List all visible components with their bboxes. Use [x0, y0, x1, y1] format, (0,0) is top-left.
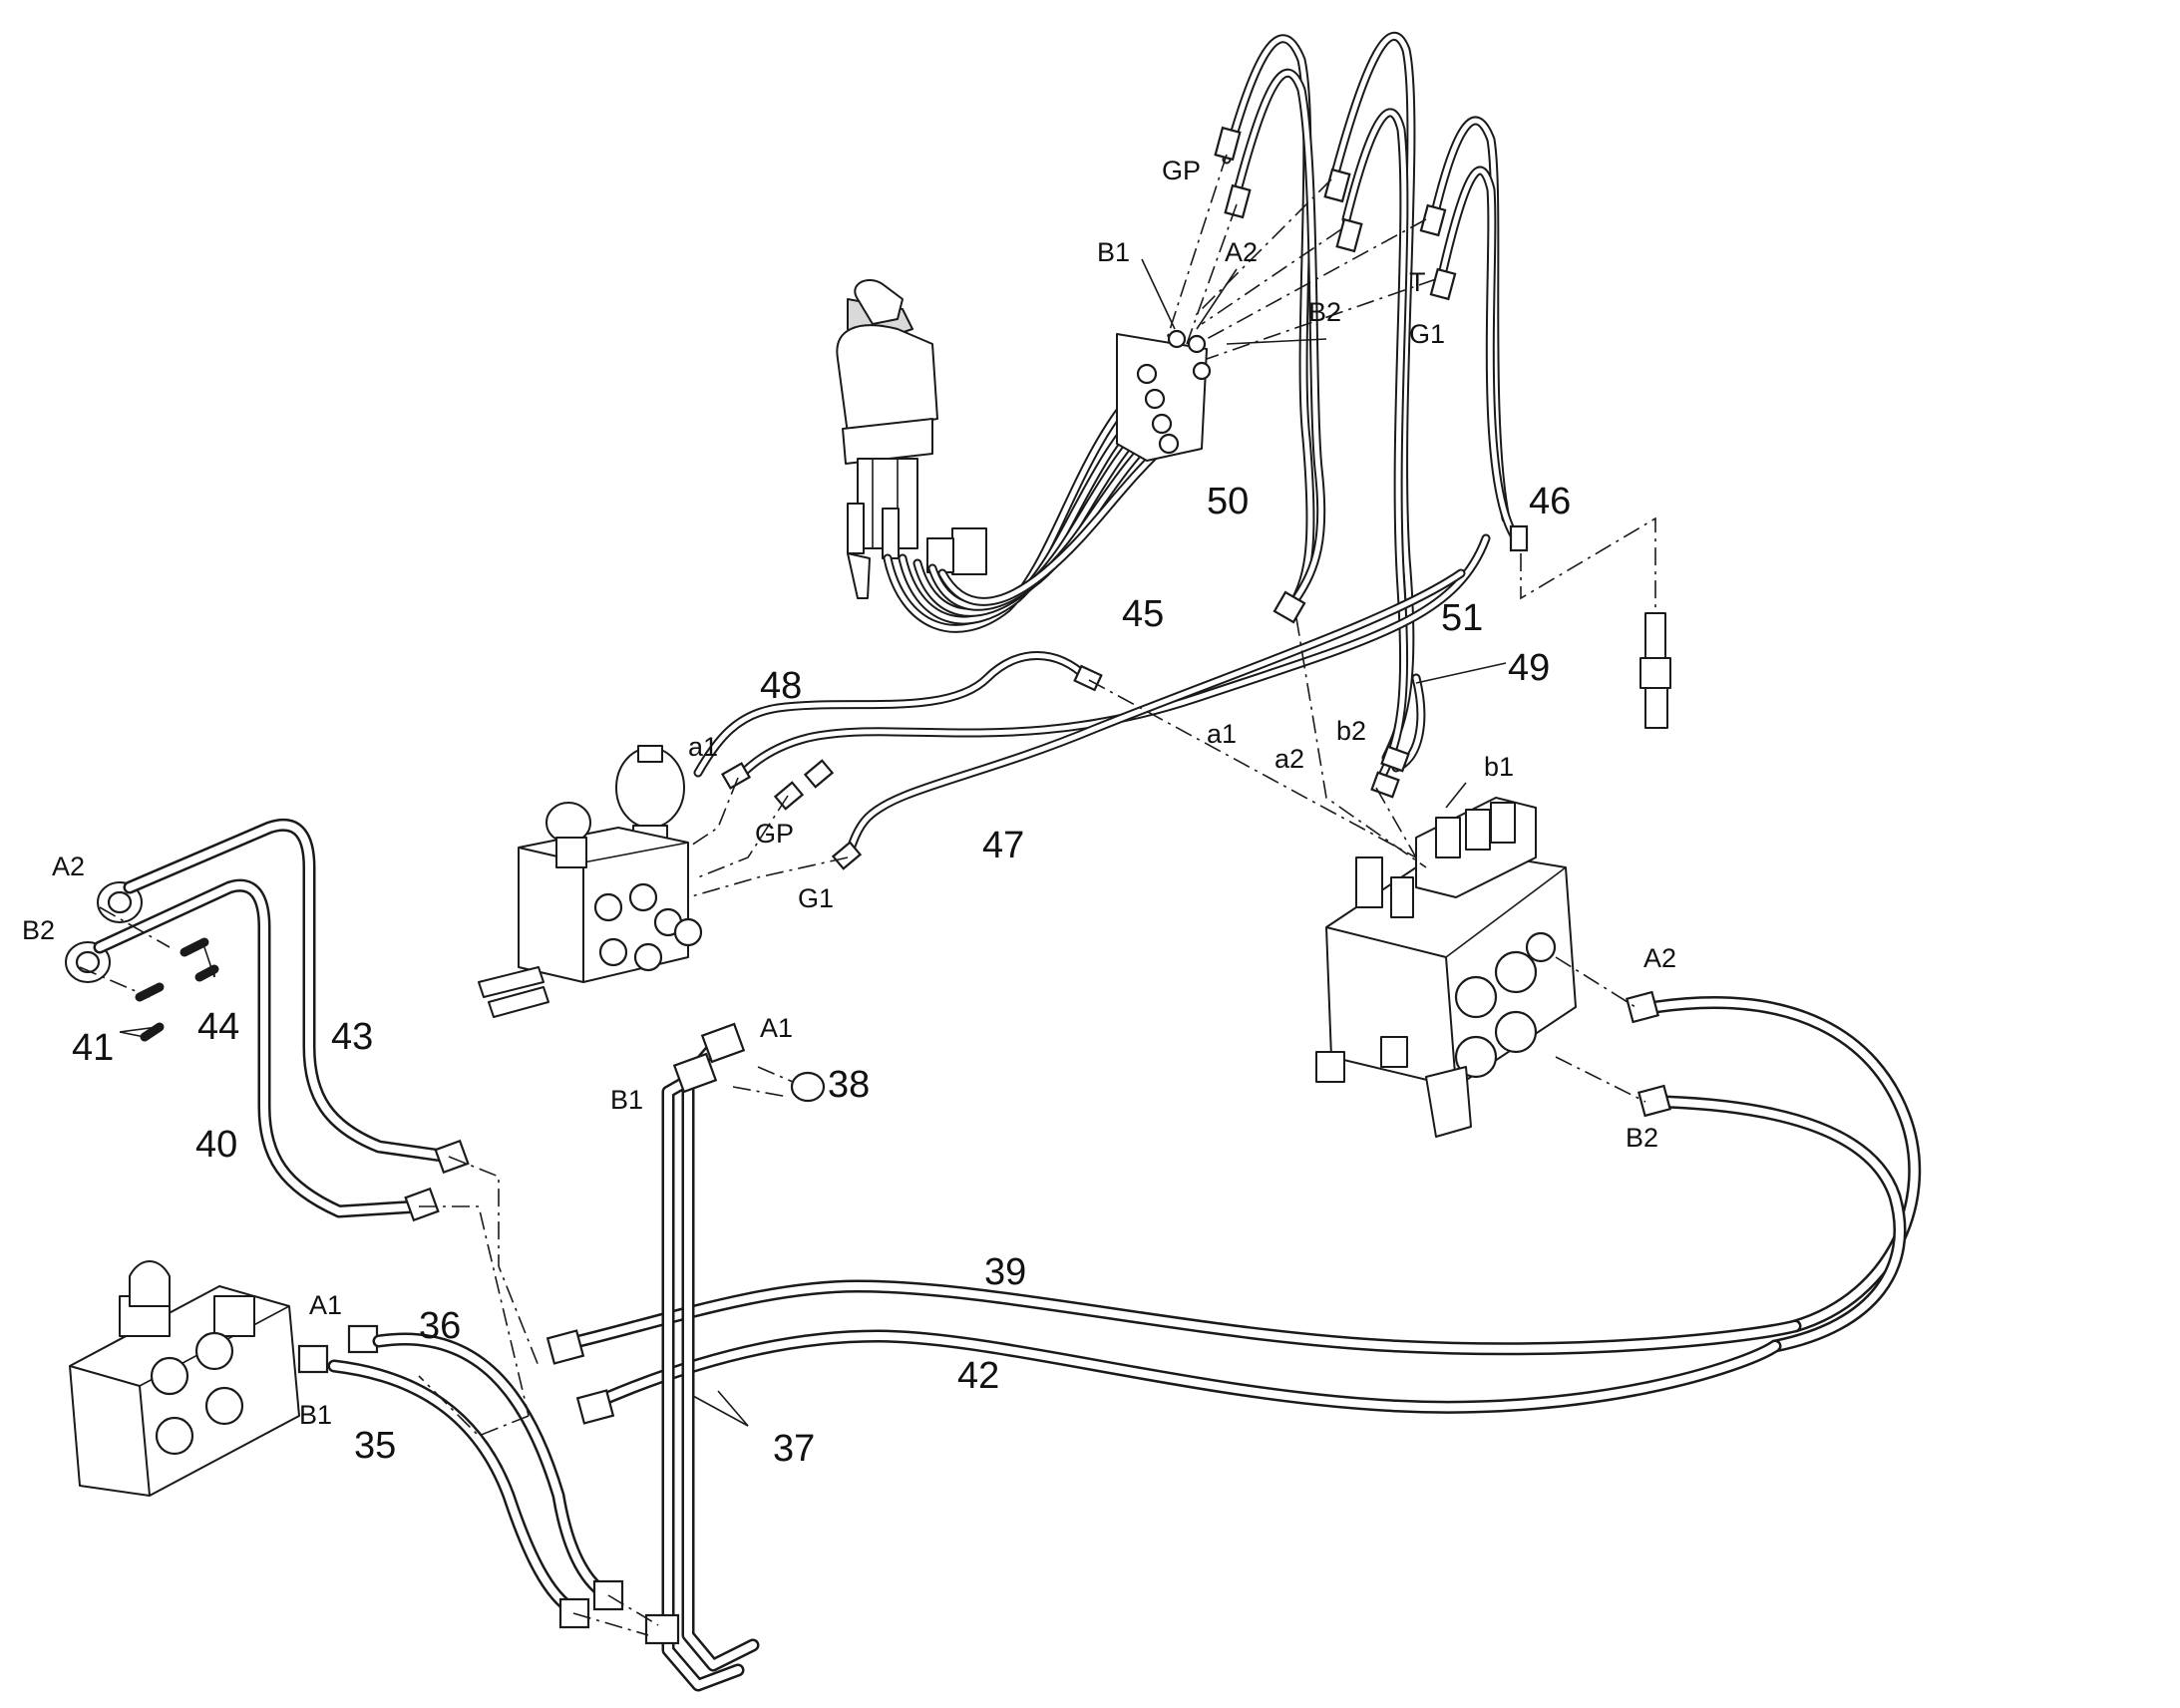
label-42: 42 — [957, 1355, 999, 1397]
port-b1-top: B1 — [1097, 237, 1130, 267]
leader-lines — [119, 258, 1507, 1427]
port-b1-pipe: B1 — [610, 1085, 643, 1115]
accumulator-block — [478, 745, 703, 1018]
port-g1-top: G1 — [1409, 319, 1445, 349]
pipe-37 — [644, 1022, 826, 1692]
hose-35 — [327, 1359, 590, 1629]
port-a1-pipe: A1 — [760, 1013, 793, 1043]
port-b2-valve: b2 — [1336, 716, 1366, 746]
hose-48 — [693, 651, 1103, 789]
label-44: 44 — [197, 1006, 239, 1048]
label-40: 40 — [195, 1124, 237, 1166]
joystick-assembly — [836, 279, 1212, 633]
connection-lines — [79, 154, 1656, 1636]
port-g1-block: G1 — [798, 883, 834, 913]
lower-valve-block — [69, 1260, 379, 1497]
right-hose-b2 — [1636, 1084, 1907, 1353]
hose-42 — [575, 1329, 1782, 1425]
part-number-labels: 50 46 45 51 49 48 47 41 44 43 40 38 39 3… — [72, 481, 1571, 1470]
test-coupling — [1639, 612, 1671, 729]
pipe-40 — [93, 878, 440, 1222]
port-a1-mid: a1 — [688, 732, 718, 762]
hose-51 — [1323, 32, 1416, 783]
label-47: 47 — [982, 825, 1024, 866]
label-49: 49 — [1508, 647, 1550, 689]
hose-39 — [545, 1279, 1802, 1365]
port-b1-valve: b1 — [1484, 752, 1514, 782]
port-a2-right: A2 — [1643, 943, 1676, 973]
hose-46 — [1419, 116, 1529, 552]
port-labels: GP B1 A2 B2 T G1 a1 a1 a2 b2 b1 GP G1 A2… — [22, 156, 1676, 1430]
hose-45 — [720, 533, 1491, 790]
label-37: 37 — [773, 1428, 815, 1470]
control-valve — [1315, 797, 1577, 1138]
label-43: 43 — [331, 1016, 373, 1058]
right-hose-a2 — [1625, 990, 1922, 1333]
port-a2-left: A2 — [52, 852, 85, 881]
port-t-top: T — [1409, 267, 1426, 297]
port-b2-left: B2 — [22, 915, 55, 945]
port-b2-top: B2 — [1308, 297, 1341, 327]
label-39: 39 — [984, 1251, 1026, 1293]
pipe-43 — [123, 818, 470, 1175]
port-b2-right: B2 — [1626, 1123, 1658, 1153]
label-38: 38 — [828, 1064, 870, 1106]
port-a2-valve: a2 — [1274, 744, 1304, 774]
hose-49 — [1370, 673, 1426, 799]
port-a2-top: A2 — [1225, 237, 1258, 267]
label-48: 48 — [760, 665, 802, 707]
label-41: 41 — [72, 1027, 114, 1069]
hose-47 — [773, 568, 1466, 870]
label-36: 36 — [419, 1305, 461, 1347]
port-b1-lower: B1 — [299, 1400, 332, 1430]
port-gp-block: GP — [755, 819, 794, 849]
port-a1-valve: a1 — [1207, 719, 1237, 749]
label-35: 35 — [354, 1425, 396, 1467]
hose-50 — [1214, 34, 1326, 624]
hose-36 — [372, 1332, 624, 1611]
port-a1-lower: A1 — [309, 1290, 342, 1320]
label-45: 45 — [1122, 593, 1164, 635]
label-46: 46 — [1529, 481, 1571, 522]
label-50: 50 — [1207, 481, 1249, 522]
port-gp-top: GP — [1162, 156, 1201, 185]
label-51: 51 — [1441, 597, 1483, 639]
